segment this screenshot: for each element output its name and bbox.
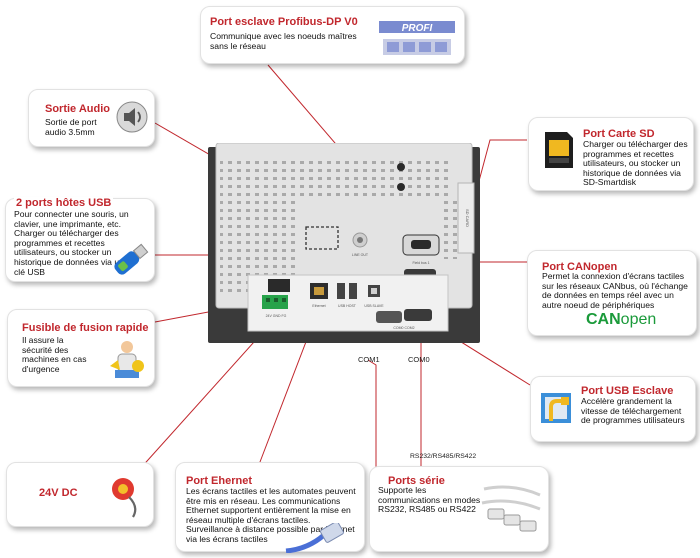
com-ports-label: COM0 COM2 bbox=[393, 326, 414, 330]
sd-title: Port Carte SD bbox=[583, 128, 655, 140]
fuse-title: Fusible de fusion rapide bbox=[22, 322, 149, 334]
ethernet-label: Ethernet bbox=[312, 304, 325, 308]
fieldbus1-label: Field bus 1 bbox=[412, 261, 429, 265]
dashed-label-box bbox=[305, 226, 339, 250]
fuse-holder bbox=[268, 279, 290, 292]
vent-grid-top bbox=[300, 157, 450, 197]
leader-sd bbox=[474, 139, 527, 197]
callout-audio: Sortie Audio Sortie de port audio 3.5mm bbox=[28, 89, 155, 147]
serial-title: Ports série bbox=[388, 475, 445, 487]
callout-power: 24V DC bbox=[6, 462, 154, 527]
usb-host-title: 2 ports hôtes USB bbox=[14, 197, 114, 209]
audio-out-label: LINE OUT bbox=[352, 253, 369, 257]
callout-ethernet: Port Ehernet Les écrans tactiles et les … bbox=[175, 462, 365, 554]
usb-slave-label: USB SLAVE bbox=[364, 304, 384, 308]
usb-host-label: USB HOST bbox=[338, 304, 357, 308]
com2-port bbox=[376, 311, 402, 323]
profibus-logo-text: PROFI bbox=[402, 23, 433, 34]
fuse-text: Il assure la sécurité des machines en ca… bbox=[22, 335, 87, 374]
callout-usb-slave: Port USB Esclave Accélère grandement la … bbox=[530, 376, 696, 442]
canopen-logo-can: CAN bbox=[586, 311, 621, 328]
callout-fuse: Fusible de fusion rapide Il assure la sé… bbox=[7, 309, 155, 387]
sd-text: Charger ou télécharger des programmes et… bbox=[583, 139, 688, 188]
speaker-icon bbox=[116, 100, 150, 139]
audio-text: Sortie de port audio 3.5mm bbox=[45, 117, 97, 137]
vent-grid-left bbox=[220, 157, 298, 295]
profibus-text: Communique avec les noeuds maîtres sans … bbox=[210, 31, 357, 51]
callout-usb-host: 2 ports hôtes USB Pour connecter une sou… bbox=[5, 197, 155, 284]
canopen-logo-open: open bbox=[620, 311, 657, 328]
audio-title: Sortie Audio bbox=[45, 103, 110, 115]
profibus-title: Port esclave Profibus-DP V0 bbox=[210, 16, 358, 28]
callout-profibus: Port esclave Profibus-DP V0 Communique a… bbox=[200, 6, 465, 64]
sd-card-icon bbox=[541, 130, 575, 175]
canopen-text: Permet la connexion d'écrans tactiles su… bbox=[542, 271, 688, 310]
mount-hole bbox=[397, 183, 405, 191]
power-terminal-label: 24V GND FG bbox=[266, 314, 287, 318]
usb-cable-icon bbox=[539, 391, 577, 436]
ethernet-text: Les écrans tactiles et les automates peu… bbox=[186, 486, 356, 544]
sd-card-slot bbox=[457, 182, 475, 254]
canopen-title: Port CANopen bbox=[542, 261, 618, 273]
com0-port bbox=[404, 309, 432, 321]
com0-label: COM0 bbox=[408, 355, 430, 364]
leader-power bbox=[129, 321, 273, 481]
leader-serial bbox=[367, 359, 377, 472]
usb-slave-text: Accélère grandement la vitesse de téléch… bbox=[581, 396, 685, 426]
usb-slave-title: Port USB Esclave bbox=[581, 385, 674, 397]
power-title: 24V DC bbox=[39, 487, 78, 499]
callout-sd: Port Carte SD Charger ou télécharger des… bbox=[528, 117, 694, 191]
mount-hole bbox=[397, 163, 405, 171]
usb-stick-icon bbox=[108, 239, 152, 284]
profibus-logo: PROFI bbox=[379, 19, 455, 59]
hmi-rear-panel: SD CARD LINE OUT Field bus 1 Field bus 2… bbox=[208, 143, 480, 343]
usb-host-port-2 bbox=[349, 283, 357, 299]
callout-canopen: Port CANopen Permet la connexion d'écran… bbox=[527, 250, 697, 336]
power-plug-icon bbox=[103, 473, 147, 524]
callout-serial: Ports série Supporte les communications … bbox=[369, 466, 549, 552]
ethernet-title: Port Ehernet bbox=[186, 475, 253, 487]
usb-host-text: Pour connecter une souris, un clavier, u… bbox=[14, 209, 129, 277]
usb-host-port-1 bbox=[337, 283, 345, 299]
com1-label: COM1 bbox=[358, 355, 380, 364]
safety-worker-icon bbox=[106, 336, 148, 387]
ethernet-cable-icon bbox=[284, 521, 354, 558]
rs-standard-label: RS232/RS485/RS422 bbox=[410, 453, 477, 460]
vent-grid-right bbox=[440, 199, 462, 259]
serial-cable-icon bbox=[478, 479, 548, 548]
sd-card-label: SD CARD bbox=[465, 209, 470, 227]
serial-text: Supporte les communications en modes RS2… bbox=[378, 485, 481, 515]
canopen-logo: CANopen bbox=[586, 311, 656, 329]
